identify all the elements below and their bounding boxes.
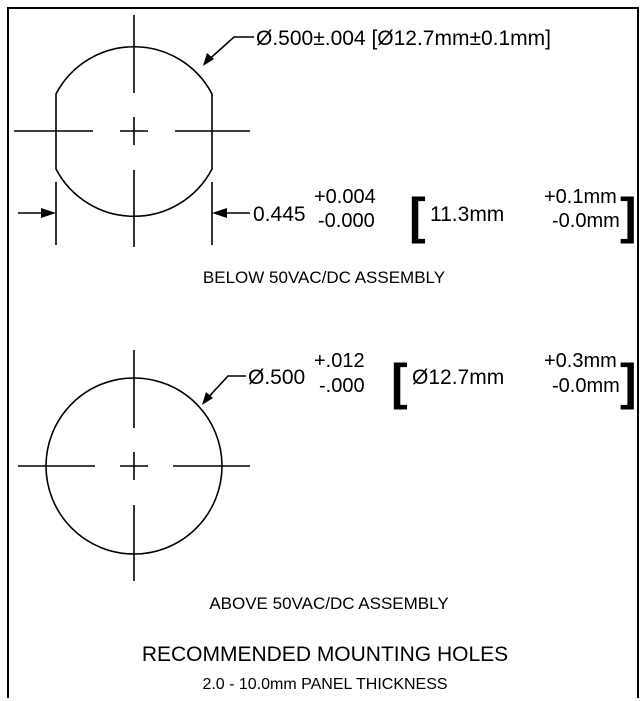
drawing-title: RECOMMENDED MOUNTING HOLES — [142, 643, 508, 666]
hole-a-flat-inch-tol-minus: -0.000 — [318, 210, 375, 232]
hole-a-bracket-open: [ — [409, 188, 426, 244]
hole-a-flat-metric-tol-plus: +0.1mm — [544, 186, 617, 208]
drawing-subtitle: 2.0 - 10.0mm PANEL THICKNESS — [202, 676, 447, 693]
hole-b-bracket-close: ] — [620, 354, 637, 410]
hole-a-group: Ø.500±.004 [Ø12.7mm±0.1mm] 0.445 +0.004 … — [14, 15, 637, 287]
hole-a-bracket-close: ] — [620, 188, 637, 244]
hole-a-flat-metric-nominal: 11.3mm — [430, 203, 504, 226]
hole-a-flat-inch-nominal: 0.445 — [253, 203, 306, 226]
hole-b-caption: ABOVE 50VAC/DC ASSEMBLY — [209, 594, 448, 613]
hole-b-metric-tol-plus: +0.3mm — [544, 350, 617, 372]
hole-a-flat-metric-tol-minus: -0.0mm — [552, 210, 620, 232]
hole-b-inch-tol-minus: -.000 — [319, 375, 365, 397]
hole-a-flat-inch-tol-plus: +0.004 — [314, 186, 376, 208]
hole-b-group: Ø.500 +.012 -.000 [ Ø12.7mm +0.3mm -0.0m… — [18, 350, 637, 613]
hole-a-caption: BELOW 50VAC/DC ASSEMBLY — [203, 268, 445, 287]
hole-a-dim-arrow-right-head — [212, 208, 227, 218]
hole-b-metric-tol-minus: -0.0mm — [552, 375, 620, 397]
hole-b-diameter-leader — [203, 375, 246, 403]
hole-a-dim-arrow-left-head — [41, 208, 56, 218]
hole-b-metric-nominal: Ø12.7mm — [412, 366, 504, 389]
hole-a-outline — [55, 46, 213, 217]
hole-b-diameter-leader-head — [202, 392, 213, 405]
hole-a-diameter-callout: Ø.500±.004 [Ø12.7mm±0.1mm] — [256, 27, 551, 50]
hole-a-diameter-leader — [203, 36, 254, 65]
hole-a-diameter-leader-head — [203, 53, 214, 66]
hole-b-bracket-open: [ — [391, 354, 408, 410]
hole-b-inch-tol-plus: +.012 — [314, 350, 365, 372]
hole-b-inch-nominal: Ø.500 — [248, 366, 305, 389]
drawing-frame — [7, 7, 639, 698]
